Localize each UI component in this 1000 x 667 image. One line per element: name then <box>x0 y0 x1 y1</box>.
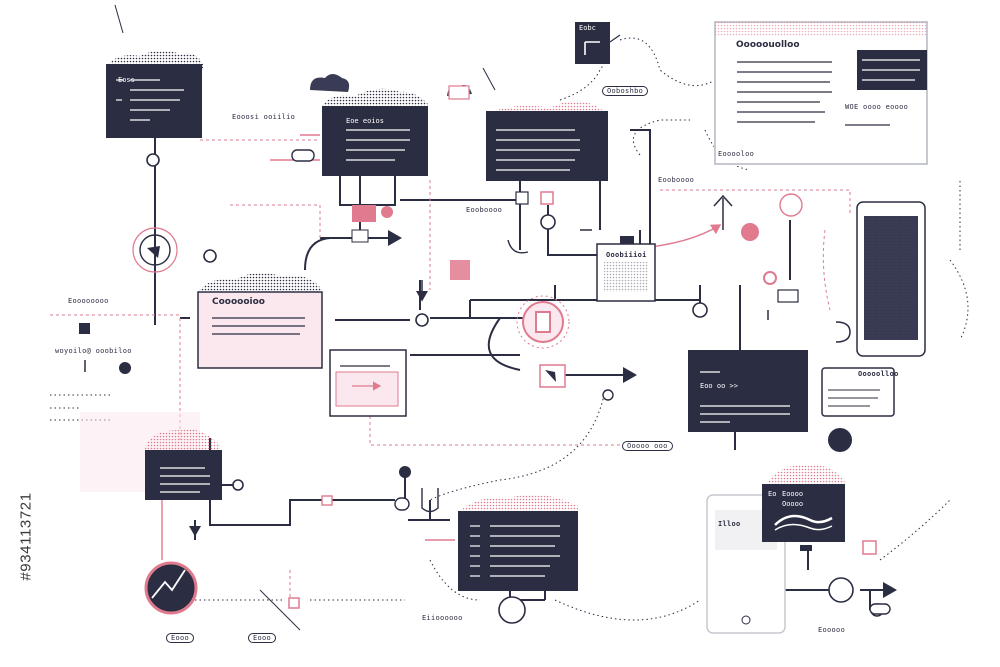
pill-label: Ooooo ooo <box>622 441 673 451</box>
card-top-center <box>486 100 608 181</box>
tablet-header: Eoooo <box>782 490 804 498</box>
graph-chart-icon <box>144 561 198 615</box>
right-card-title: Ooooolloo <box>858 370 899 378</box>
node-label: Eooboooo <box>466 206 503 214</box>
browser-window <box>714 21 928 165</box>
arrow-icon <box>84 194 851 537</box>
node-label: Eooooloo <box>718 150 755 158</box>
chip-label: Eobc <box>579 24 596 32</box>
browser-title: Ooooouolloo <box>736 40 800 50</box>
dotted-guides <box>50 37 969 621</box>
pill-label: Ooboshbo <box>602 86 649 96</box>
node-label: Eooosi ooiilio <box>232 113 296 121</box>
node-label: Eooboooo <box>658 176 695 184</box>
card-center-doc <box>596 236 656 302</box>
card-right-panel <box>688 350 808 432</box>
stock-id-watermark: #934113721 <box>14 440 38 640</box>
card-label: Eoe eoios <box>346 117 384 125</box>
card-bottom-center <box>458 494 578 591</box>
chips <box>79 22 877 609</box>
smartphone-icon <box>856 201 926 357</box>
card-mid-left <box>197 272 323 369</box>
tablet-icon <box>706 465 845 634</box>
card-label: Eoss <box>118 76 135 84</box>
side-label: woyoilo@ ooobiloo <box>55 347 132 355</box>
card-bottom-left <box>80 412 222 500</box>
side-label: Eoooooooo <box>68 297 109 305</box>
mid-left-title: Coooooioo <box>212 297 265 307</box>
card-right-outline <box>821 367 895 417</box>
toggle-icon <box>291 149 891 615</box>
bottom-label: Eooooo <box>818 626 846 634</box>
hotspot-icon <box>132 227 570 349</box>
small-label: Eo <box>768 490 777 498</box>
tablet-card-label: Illoo <box>718 520 741 528</box>
card-small-window <box>329 349 407 417</box>
thin-lines <box>114 4 496 631</box>
panel-label: Eoo oo >> <box>700 382 738 390</box>
nodes <box>146 153 884 624</box>
dashed-guides <box>50 139 851 600</box>
card-top-mid <box>322 88 428 176</box>
tablet-sub: Ooooo <box>782 500 804 508</box>
pill-label: Eooo <box>248 633 277 643</box>
doc-label: Ooobiiioi <box>606 251 647 259</box>
stock-id: #934113721 <box>17 492 35 581</box>
pill-label: Eooo <box>166 633 195 643</box>
card-top-left <box>106 50 203 138</box>
bottom-label: Eiioooooo <box>422 614 463 622</box>
browser-subtitle: WOE oooo eoooo <box>845 103 909 111</box>
dot-markers <box>119 206 852 478</box>
